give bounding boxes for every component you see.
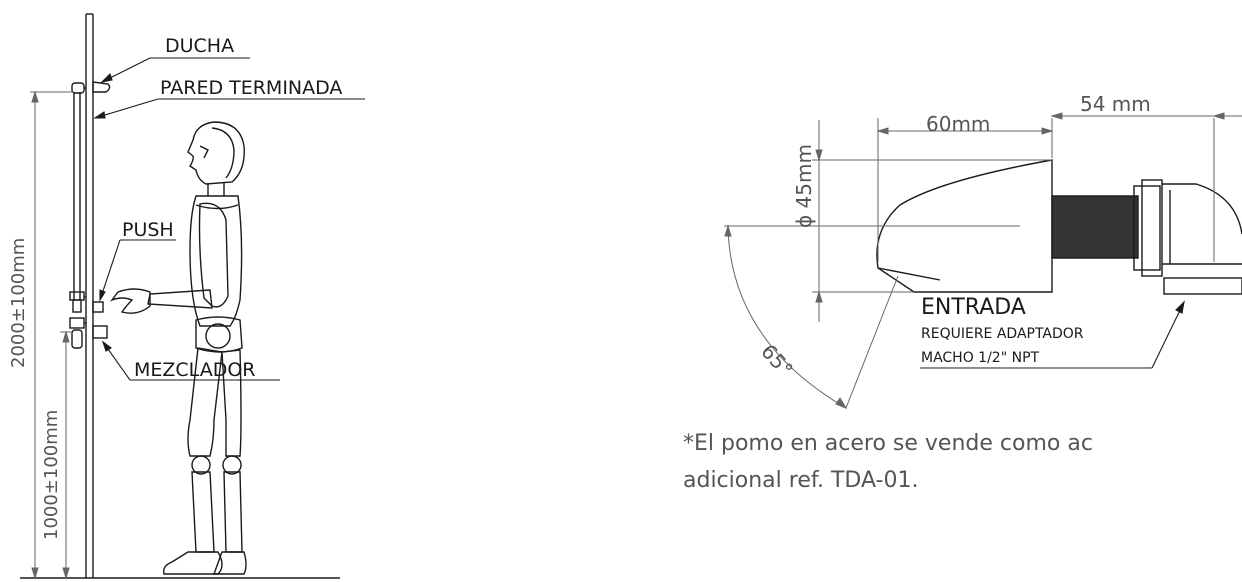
label-entrada: ENTRADA [921,295,1026,320]
dimension-2000 [30,90,74,580]
elbow-fitting [1133,179,1242,295]
figure-upper-arm [198,202,229,308]
label-requiere-adaptador: REQUIERE ADAPTADOR [921,326,1084,342]
figure-leg [187,347,223,457]
push-valve [69,291,104,313]
figure-head [187,121,245,185]
figure-forearm [147,289,213,309]
shower-head [92,81,111,93]
human-figure [109,121,247,575]
angle-label-65: 65° [756,339,798,381]
shower-pipe [71,82,86,300]
dimension-label-2000: 2000±100mm [8,238,29,368]
dimension-label-1000: 1000±100mm [41,410,62,540]
leader-lines [93,57,365,381]
label-mezclador: MEZCLADOR [134,359,256,381]
dimension-top [876,112,1242,262]
label-push: PUSH [122,219,174,241]
nozzle-detail [724,112,1242,410]
figure-pelvis [195,316,243,353]
leader-entrada [920,300,1185,369]
label-pared-terminada: PARED TERMINADA [160,77,342,99]
mixer-valve [69,317,108,349]
nozzle-body [876,159,1053,293]
threaded-stem [1051,195,1139,259]
figure-torso [189,195,243,327]
figure-hand [109,288,151,314]
note-line-1: *El pomo en acero se vende como ac [683,431,1093,456]
dimension-label-54: 54 mm [1080,92,1151,116]
dimension-diameter [812,120,1052,322]
note-line-2: adicional ref. TDA-01. [683,468,918,493]
label-ducha: DUCHA [165,35,234,57]
dimension-angle [724,224,900,410]
dimension-1000 [60,330,72,580]
figure-foot [162,551,223,575]
dimension-label-45: ϕ 45mm [792,144,816,228]
elevation-view [20,13,365,580]
label-macho-npt: MACHO 1/2" NPT [921,350,1040,366]
dimension-label-60: 60mm [926,112,990,136]
